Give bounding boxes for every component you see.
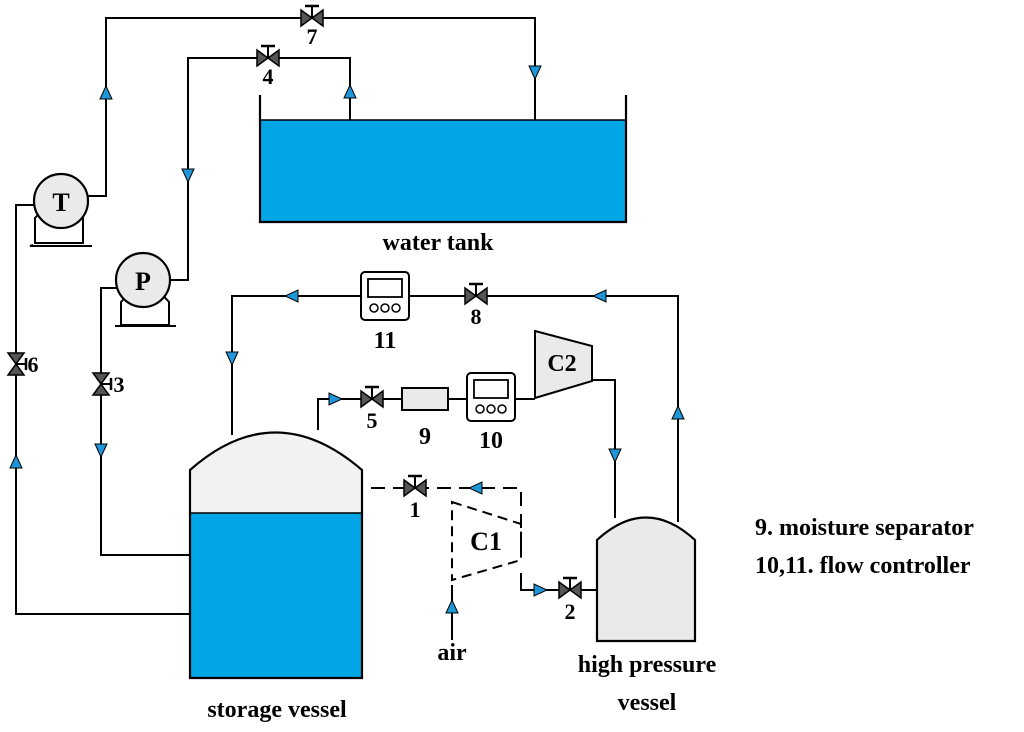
pipe-c2-to-hpv <box>592 379 616 518</box>
moisture-separator: 9 <box>401 387 449 450</box>
flow-controller-11-label: 11 <box>374 328 397 354</box>
flow-arrow-up <box>445 599 459 614</box>
pipe-t-to-tank <box>87 17 536 197</box>
high-pressure-vessel-label-line1: high pressure <box>578 652 717 678</box>
flow-arrow-left <box>468 481 483 495</box>
valve-2: 2 <box>557 576 583 624</box>
pump-p-label: P <box>135 267 151 296</box>
pipe-p-to-storage <box>100 287 190 556</box>
pump-t: T <box>29 172 92 247</box>
valve-7-label: 7 <box>307 24 318 49</box>
valve-7: 7 <box>299 4 325 49</box>
water-tank-label: water tank <box>383 230 495 256</box>
air-label: air <box>437 640 467 666</box>
flow-arrow-up <box>99 85 113 100</box>
valve-1-label: 1 <box>410 497 421 522</box>
flow-arrow-up <box>9 454 23 469</box>
flow-arrow-left <box>284 289 299 303</box>
legend-item-flow-controller: 10,11. flow controller <box>755 553 971 579</box>
flow-arrow-down <box>528 65 542 80</box>
legend: 9. moisture separator 10,11. flow contro… <box>755 515 974 579</box>
valve-2-label: 2 <box>565 599 576 624</box>
high-pressure-vessel: high pressure vessel <box>578 516 717 716</box>
flow-arrow-left <box>592 289 607 303</box>
pump-p: P <box>114 251 176 327</box>
flow-arrow-down <box>225 351 239 366</box>
valve-5-label: 5 <box>367 408 378 433</box>
pipe-tank-to-p <box>168 57 351 281</box>
flow-arrow-right <box>533 583 548 597</box>
compressor-c1: C1 <box>451 500 522 582</box>
valve-3: 3 <box>91 371 125 397</box>
high-pressure-vessel-label-line2: vessel <box>618 690 677 716</box>
flow-arrow-up <box>343 84 357 99</box>
valve-3-label: 3 <box>114 372 125 397</box>
flow-arrow-up <box>671 405 685 420</box>
valve-1: 1 <box>402 474 428 522</box>
pump-t-label: T <box>52 188 69 217</box>
valve-6: 6 <box>6 351 39 377</box>
legend-item-moisture-separator: 9. moisture separator <box>755 515 974 541</box>
compressor-c2-label: C2 <box>547 351 576 377</box>
compressor-c1-label: C1 <box>470 527 502 556</box>
water-tank: water tank <box>258 95 628 256</box>
valve-4: 4 <box>255 44 281 89</box>
valve-8-label: 8 <box>471 304 482 329</box>
flow-arrow-down <box>608 448 622 463</box>
flow-arrow-down <box>94 443 108 458</box>
flow-arrow-down <box>181 168 195 183</box>
valve-8: 8 <box>463 282 489 329</box>
valve-5: 5 <box>359 385 385 433</box>
flow-controller-10: 10 <box>466 372 516 454</box>
storage-vessel: storage vessel <box>188 431 364 723</box>
storage-vessel-label: storage vessel <box>207 697 347 723</box>
pipe-storage-to-c2 <box>317 398 535 430</box>
flow-controller-11: 11 <box>360 271 410 354</box>
pipe-storage-to-t <box>15 204 190 615</box>
valve-6-label: 6 <box>28 352 39 377</box>
valve-4-label: 4 <box>263 64 274 89</box>
flow-controller-10-label: 10 <box>479 428 503 454</box>
compressor-c2: C2 <box>534 329 593 400</box>
flow-arrow-right <box>328 392 343 406</box>
moisture-separator-label: 9 <box>419 424 431 450</box>
